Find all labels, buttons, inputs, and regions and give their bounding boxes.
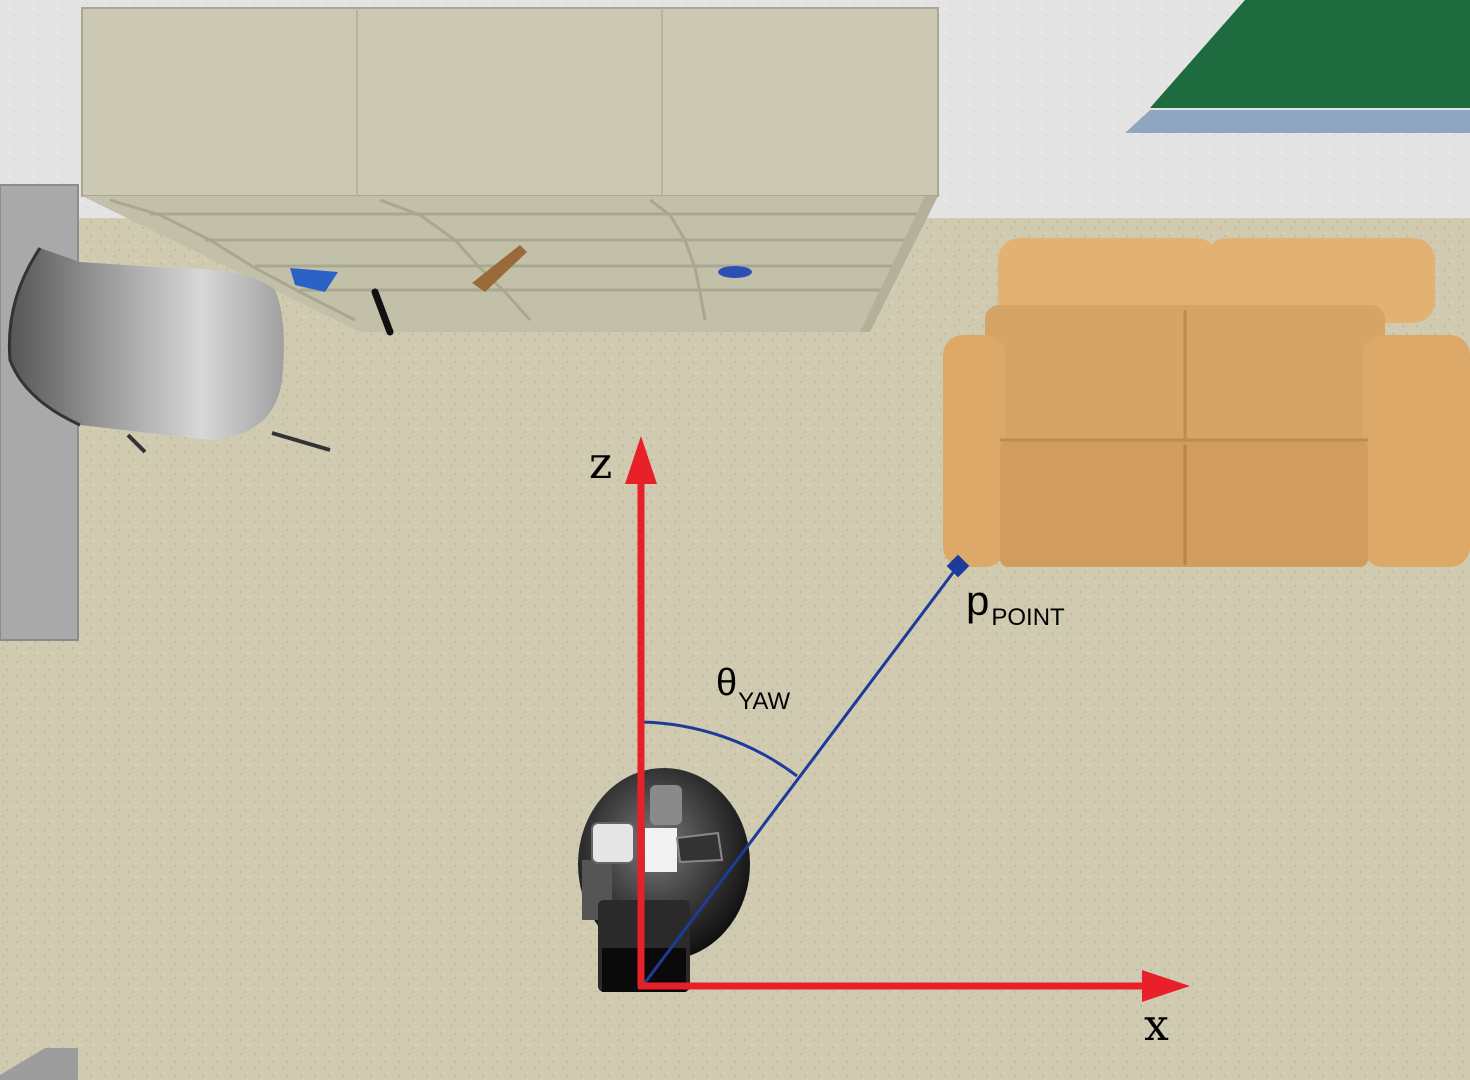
yaw-symbol: θ <box>716 662 738 704</box>
z-axis-label: z <box>589 438 613 489</box>
yaw-angle-arc <box>640 720 798 778</box>
sofa-icon <box>943 238 1470 567</box>
armchair-icon <box>7 247 331 454</box>
shelf-icon <box>81 7 939 336</box>
rug <box>1125 0 1470 133</box>
yaw-label: θYAW <box>716 662 790 714</box>
point-symbol: p <box>966 577 990 624</box>
point-vector <box>639 565 960 989</box>
yaw-subscript: YAW <box>738 688 791 715</box>
wall-corner <box>0 1048 78 1080</box>
point-subscript: POINT <box>991 604 1065 631</box>
point-label: pPOINT <box>966 577 1065 630</box>
z-axis <box>625 436 657 988</box>
x-axis-label: x <box>1144 1000 1169 1051</box>
point-marker <box>946 554 970 578</box>
x-axis <box>638 970 1190 1002</box>
